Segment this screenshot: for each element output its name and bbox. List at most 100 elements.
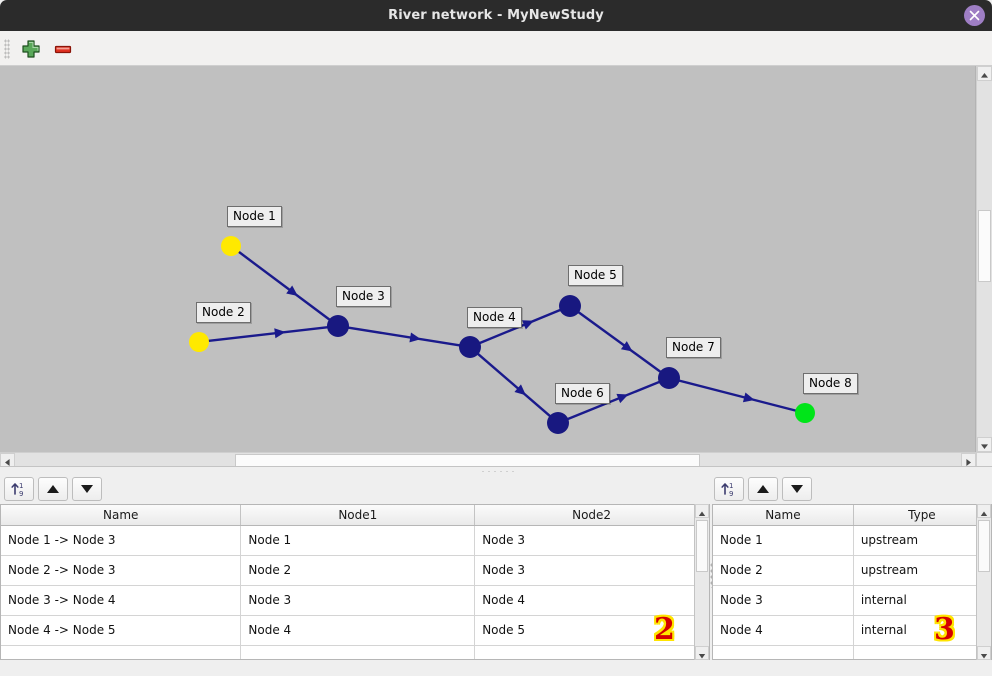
- reaches-move-down-button[interactable]: [72, 477, 102, 501]
- scroll-down-icon[interactable]: [695, 646, 709, 660]
- network-graph-canvas[interactable]: Node 1 Node 2 Node 3 Node 4 Node 5 Node 6 Node…: [0, 66, 976, 452]
- horizontal-splitter[interactable]: [0, 466, 992, 474]
- table-row-empty[interactable]: [713, 645, 991, 659]
- column-header-name[interactable]: Name: [713, 505, 854, 526]
- table-cell[interactable]: upstream: [853, 555, 991, 586]
- node-label-node-4[interactable]: Node 4: [467, 307, 522, 328]
- table-cell[interactable]: Node 2: [713, 555, 854, 586]
- nodes-table-scroll-thumb[interactable]: [978, 520, 990, 572]
- table-cell[interactable]: Node 2 -> Node 3: [1, 555, 242, 586]
- vertical-splitter[interactable]: [710, 474, 712, 676]
- graph-edge[interactable]: [566, 380, 661, 421]
- table-cell[interactable]: Node 1 -> Node 3: [1, 525, 242, 556]
- graph-edge-arrow-icon: [274, 328, 286, 339]
- graph-edges: [207, 250, 797, 421]
- splitter-grip: [480, 470, 516, 473]
- graph-node-node-7[interactable]: [658, 367, 680, 389]
- graph-node-node-8[interactable]: [795, 403, 815, 423]
- table-cell[interactable]: Node 4 -> Node 5: [1, 615, 242, 646]
- scroll-up-icon[interactable]: [695, 504, 709, 518]
- table-cell[interactable]: Node 1: [240, 525, 476, 556]
- table-cell[interactable]: Node 4: [474, 585, 709, 616]
- table-cell[interactable]: Node 5: [474, 615, 709, 646]
- table-cell[interactable]: internal: [853, 615, 991, 646]
- column-header-name[interactable]: Name: [1, 505, 242, 526]
- node-label-node-6[interactable]: Node 6: [555, 383, 610, 404]
- table-cell[interactable]: upstream: [853, 525, 991, 556]
- graph-edge[interactable]: [347, 326, 461, 347]
- toolbar-grip[interactable]: [4, 39, 10, 59]
- graph-edge-arrow-icon: [522, 320, 534, 330]
- graph-node-node-6[interactable]: [547, 412, 569, 434]
- graph-node-node-3[interactable]: [327, 315, 349, 337]
- graph-node-node-2[interactable]: [189, 332, 209, 352]
- table-cell[interactable]: Node 3: [474, 555, 709, 586]
- node-label-node-1[interactable]: Node 1: [227, 206, 282, 227]
- reaches-table-scroll-thumb[interactable]: [696, 520, 708, 572]
- scroll-down-icon[interactable]: [977, 437, 992, 452]
- graph-edge[interactable]: [678, 379, 797, 412]
- table-cell[interactable]: Node 3: [240, 585, 476, 616]
- nodes-move-up-button[interactable]: [748, 477, 778, 501]
- graph-nodes: [189, 236, 815, 434]
- column-header-node2[interactable]: Node2: [474, 505, 709, 526]
- graph-vertical-scrollbar[interactable]: [976, 66, 992, 452]
- nodes-sort-button[interactable]: 1 9: [714, 477, 744, 501]
- scroll-up-icon[interactable]: [977, 66, 992, 81]
- nodes-table-scrollbar[interactable]: [976, 504, 991, 660]
- reaches-sort-button[interactable]: 1 9: [4, 477, 34, 501]
- scroll-down-icon[interactable]: [977, 646, 991, 660]
- scroll-up-icon[interactable]: [977, 504, 991, 518]
- table-cell[interactable]: Node 3 -> Node 4: [1, 585, 242, 616]
- reaches-move-up-button[interactable]: [38, 477, 68, 501]
- reaches-table-scrollbar[interactable]: [694, 504, 709, 660]
- node-label-node-3[interactable]: Node 3: [336, 286, 391, 307]
- close-icon[interactable]: [964, 5, 985, 26]
- graph-edge[interactable]: [476, 352, 552, 418]
- table-cell[interactable]: Node 3: [474, 525, 709, 556]
- table-cell[interactable]: internal: [853, 585, 991, 616]
- node-label-node-7[interactable]: Node 7: [666, 337, 721, 358]
- table-cell[interactable]: Node 3: [713, 585, 854, 616]
- graph-horizontal-scrollbar[interactable]: [0, 452, 976, 468]
- column-header-node1[interactable]: Node1: [240, 505, 476, 526]
- table-row-empty[interactable]: [1, 645, 709, 659]
- reaches-toolbar: 1 9: [4, 477, 104, 507]
- add-plus-icon[interactable]: [19, 37, 43, 61]
- graph-node-node-1[interactable]: [221, 236, 241, 256]
- table-cell-empty: [240, 645, 476, 659]
- node-label-node-5[interactable]: Node 5: [568, 265, 623, 286]
- table-cell[interactable]: Node 4: [713, 615, 854, 646]
- table-cell[interactable]: Node 2: [240, 555, 476, 586]
- graph-edge[interactable]: [237, 250, 331, 321]
- table-cell[interactable]: Node 4: [240, 615, 476, 646]
- graph-vscroll-thumb[interactable]: [978, 210, 991, 282]
- graph-node-node-4[interactable]: [459, 336, 481, 358]
- table-cell[interactable]: Node 1: [713, 525, 854, 556]
- title-bar: River network - MyNewStudy: [0, 0, 992, 31]
- nodes-move-down-button[interactable]: [782, 477, 812, 501]
- graph-edge[interactable]: [207, 325, 329, 343]
- node-label-node-2[interactable]: Node 2: [196, 302, 251, 323]
- graph-edge[interactable]: [577, 310, 662, 374]
- graph-node-node-5[interactable]: [559, 295, 581, 317]
- node-label-node-8[interactable]: Node 8: [803, 373, 858, 394]
- column-header-type[interactable]: Type: [853, 505, 991, 526]
- delete-minus-icon[interactable]: [51, 37, 75, 61]
- table-cell-empty: [474, 645, 709, 659]
